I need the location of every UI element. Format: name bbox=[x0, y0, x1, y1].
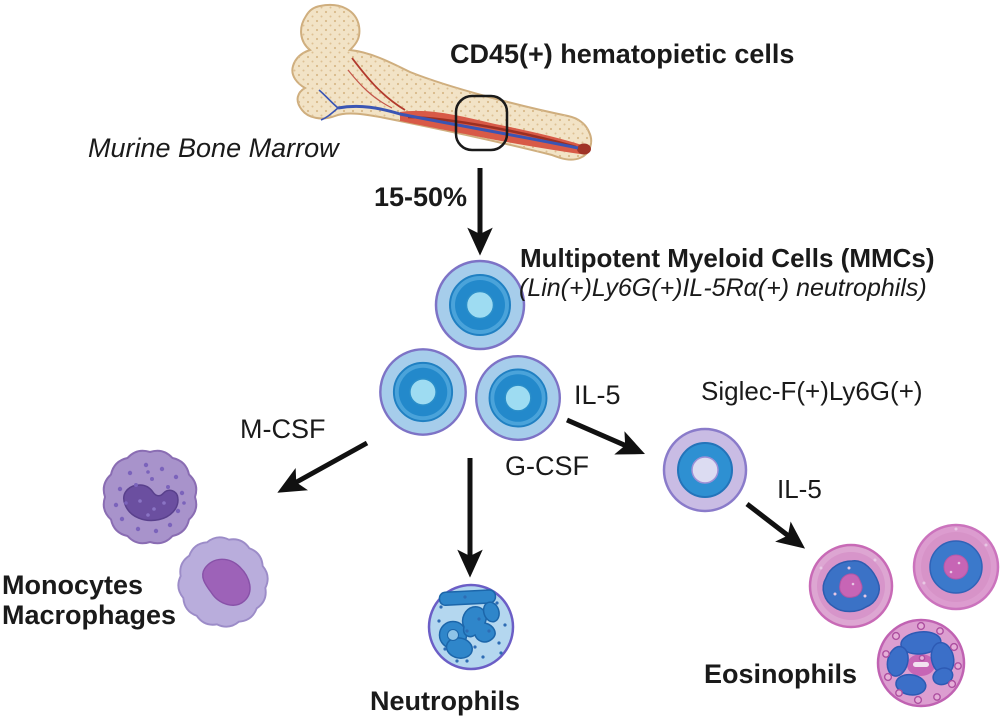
monocyte-granules bbox=[113, 462, 186, 534]
eosinophil-bottom-lobe-bottomright bbox=[932, 667, 954, 686]
neutrophil-cell bbox=[427, 583, 515, 671]
arrow-il5-to-siglec bbox=[565, 417, 645, 455]
arrow-mcsf bbox=[277, 440, 369, 493]
mmc-cell-top bbox=[434, 259, 526, 351]
arrow-il5-to-eosinophils bbox=[745, 502, 806, 549]
artery-line-2 bbox=[347, 69, 393, 109]
marrow-tip bbox=[577, 143, 591, 155]
mmc-cell-right bbox=[475, 355, 561, 441]
neutrophil-lobe-band bbox=[438, 589, 497, 607]
eosinophil-cell-left bbox=[808, 543, 894, 629]
neutrophil-granules bbox=[437, 595, 507, 663]
monocytes-label: Monocytes bbox=[2, 570, 144, 600]
monocyte-cell bbox=[102, 449, 198, 545]
eosinophil-left-center bbox=[839, 573, 863, 598]
macrophages-label: Macrophages bbox=[2, 600, 177, 630]
bone-sampling-outline bbox=[454, 94, 509, 152]
vein-branch-upper bbox=[318, 89, 339, 109]
neutrophils-label: Neutrophils bbox=[370, 686, 521, 716]
il5-label-2: IL-5 bbox=[777, 474, 822, 504]
vein-blue bbox=[337, 104, 579, 150]
artery-line bbox=[351, 57, 406, 111]
eosinophil-topright-center bbox=[943, 554, 969, 580]
eosinophils-label: Eosinophils bbox=[704, 659, 858, 689]
eosinophil-cell-topright bbox=[912, 523, 1000, 611]
eosinophil-bottom-lobe-top bbox=[900, 631, 942, 655]
bone-illustration bbox=[291, 4, 593, 161]
macrophage-nucleus bbox=[202, 558, 251, 606]
mcsf-label: M-CSF bbox=[240, 414, 326, 444]
mmc-subtitle: (Lin(+)Ly6G(+)IL-5Rα(+) neutrophils) bbox=[519, 274, 927, 302]
bone-marrow-label: Murine Bone Marrow bbox=[88, 133, 339, 163]
figure-title: CD45(+) hematopietic cells bbox=[450, 39, 795, 69]
monocyte-nucleus bbox=[123, 484, 179, 522]
macrophage-cell bbox=[172, 531, 274, 633]
il5-label-1: IL-5 bbox=[574, 380, 621, 410]
monocyte-nucleus-dots bbox=[138, 499, 166, 517]
gcsf-label: G-CSF bbox=[505, 451, 589, 481]
siglec-cell bbox=[662, 427, 748, 513]
siglec-label: Siglec-F(+)Ly6G(+) bbox=[701, 376, 923, 406]
neutrophil-lobe-bottom bbox=[445, 637, 474, 659]
neutrophil-lobe-right bbox=[482, 601, 500, 623]
percent-label: 15-50% bbox=[374, 182, 468, 212]
neutrophil-lobe-center bbox=[461, 606, 496, 643]
bone-speckle-texture bbox=[292, 4, 592, 160]
eosinophil-bottom-lobe-bottomleft bbox=[895, 673, 927, 696]
vein-branch-lower bbox=[320, 107, 339, 121]
mmc-title: Multipotent Myeloid Cells (MMCs) bbox=[520, 243, 935, 273]
eosinophil-cell-bottom bbox=[876, 618, 966, 708]
mmc-cell-left bbox=[379, 348, 467, 436]
eosinophil-bottom-granules bbox=[882, 621, 962, 705]
eosinophil-bottom-lobe-left bbox=[886, 645, 909, 677]
